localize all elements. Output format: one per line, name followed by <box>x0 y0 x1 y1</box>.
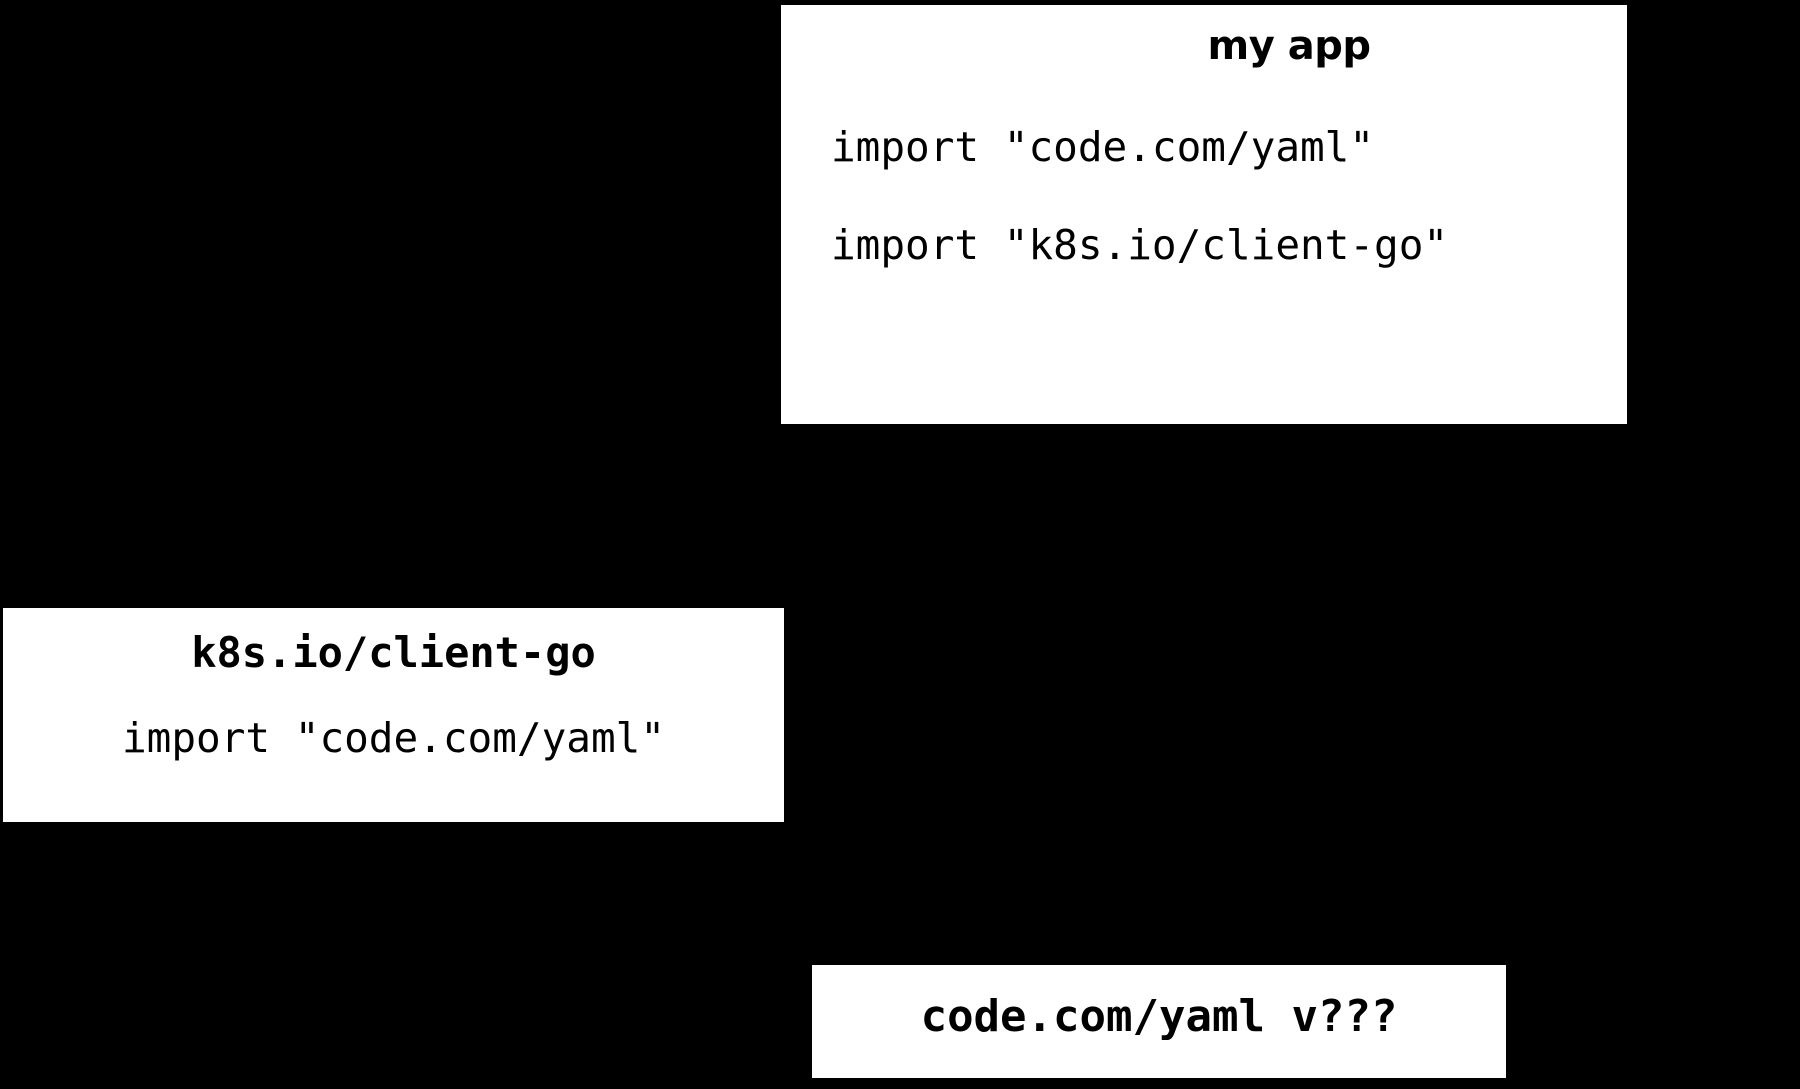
node-my-app-import-k8s-io-client-go: import "k8s.io/client-go" <box>831 221 1449 269</box>
node-my-app-title: my app <box>1207 23 1371 69</box>
node-code-com-yaml[interactable]: code.com/yaml v??? <box>812 965 1506 1078</box>
node-my-app-import-code-com-yaml: import "code.com/yaml" <box>831 123 1375 171</box>
node-my-app[interactable]: my app import "code.com/yaml" import "k8… <box>781 5 1627 424</box>
node-k8s-client-go[interactable]: k8s.io/client-go import "code.com/yaml" <box>3 608 784 822</box>
node-k8s-client-go-import-code-com-yaml: import "code.com/yaml" <box>121 714 666 762</box>
node-code-com-yaml-title: code.com/yaml v??? <box>920 991 1398 1042</box>
node-k8s-client-go-title: k8s.io/client-go <box>191 628 596 677</box>
